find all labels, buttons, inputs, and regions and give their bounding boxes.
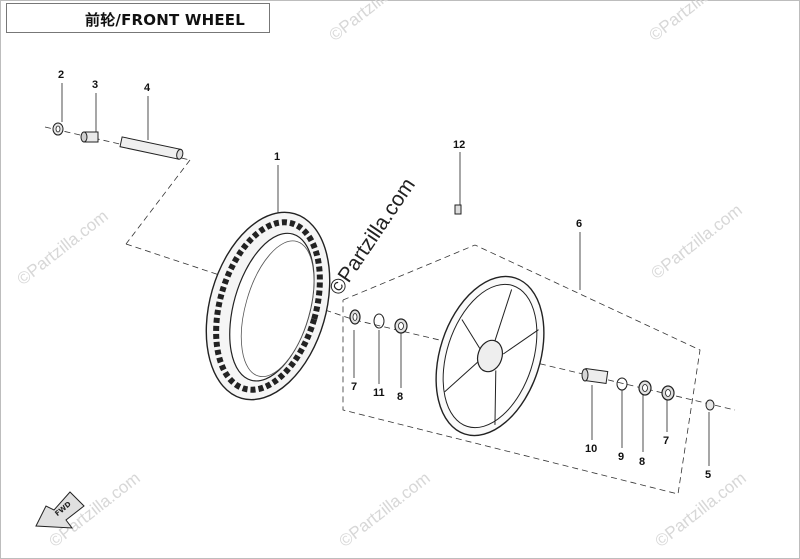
forward-arrow-icon: [35, 491, 85, 529]
callout-3: 3: [92, 79, 99, 91]
distance-collar: [581, 367, 609, 385]
callout-7-left: 7: [351, 381, 358, 393]
axle-collar-right: [705, 399, 715, 411]
oil-seal-right: [661, 385, 675, 401]
callout-4: 4: [144, 82, 151, 94]
spacer-collar: [80, 131, 99, 143]
oil-seal-left: [349, 309, 361, 325]
circlip-right: [616, 377, 628, 391]
callout-7-right: 7: [663, 435, 670, 447]
circlip-left: [373, 313, 385, 329]
callout-5: 5: [705, 469, 712, 481]
axle-nut: [52, 122, 64, 136]
callout-11: 11: [373, 387, 385, 399]
bearing-right: [638, 380, 652, 396]
callout-12: 12: [453, 139, 466, 151]
page-title: 前轮/FRONT WHEEL: [85, 11, 245, 29]
callout-10: 10: [585, 443, 598, 455]
title-box: 前轮/FRONT WHEEL: [6, 3, 270, 33]
callout-9: 9: [618, 451, 625, 463]
wheel-rim: [435, 275, 545, 437]
front-axle: [119, 136, 184, 160]
front-tire: [205, 211, 331, 401]
tire-valve: [454, 204, 462, 215]
callout-1: 1: [274, 151, 281, 163]
leader-lines: [61, 83, 710, 466]
axle-center-line: [44, 126, 736, 411]
bearing-left: [394, 318, 408, 334]
callout-8-right: 8: [639, 456, 646, 468]
callout-8-left: 8: [397, 391, 404, 403]
hub-assembly-outline: [342, 244, 701, 495]
callout-2: 2: [58, 69, 65, 81]
callout-6: 6: [576, 218, 583, 230]
